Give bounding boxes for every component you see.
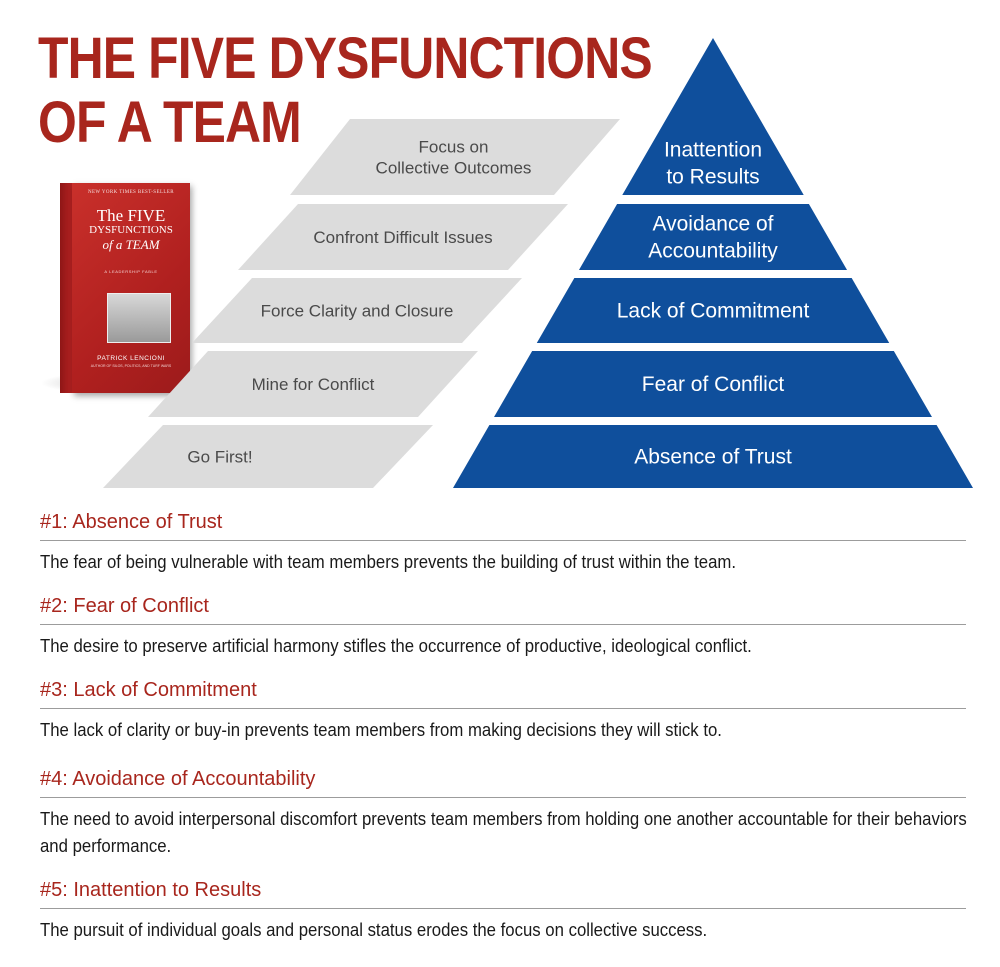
book-spine [60, 183, 72, 393]
section-heading: #3: Lack of Commitment [40, 678, 966, 709]
solution-label-line: Go First! [187, 448, 252, 467]
section-text: The lack of clarity or buy-in prevents t… [40, 720, 722, 740]
pyramid-tier-label-line: to Results [666, 166, 759, 189]
pyramid-tier-5 [453, 425, 973, 488]
pyramid-tier-label-line: Fear of Conflict [642, 373, 785, 396]
solution-label: Focus on Collective Outcomes [376, 138, 532, 178]
solution-label: Mine for Conflict [252, 375, 375, 394]
pyramid-tier-label-line: Absence of Trust [634, 446, 792, 469]
pyramid-tier-label: Fear of Conflict [642, 373, 785, 396]
section-text: The desire to preserve artificial harmon… [40, 636, 752, 656]
section-2: #2: Fear of Conflict The desire to prese… [40, 594, 966, 660]
section-text: The need to avoid interpersonal discomfo… [40, 809, 967, 856]
pyramid-tier-label-line: Inattention [664, 139, 762, 162]
book-cover-image: NEW YORK TIMES BEST-SELLER The FIVE DYSF… [60, 183, 190, 393]
pyramid-tier-label: Inattention to Results [664, 139, 762, 189]
pyramid-tier-label: Absence of Trust [634, 446, 792, 469]
solution-label: Go First! [187, 448, 252, 467]
page-title-line-2: OF A TEAM [38, 90, 302, 155]
pyramid-tier-4 [494, 351, 932, 417]
section-3: #3: Lack of Commitment The lack of clari… [40, 678, 966, 744]
section-heading: #4: Avoidance of Accountability [40, 767, 966, 798]
pyramid-tier-label-line: Accountability [648, 240, 778, 263]
pyramid-tier-label-line: Avoidance of [652, 213, 773, 236]
pyramid-tier-2 [578, 204, 848, 270]
section-1: #1: Absence of Trust The fear of being v… [40, 510, 966, 576]
book-title-line-1: The FIVE [96, 206, 166, 225]
pyramid-tier-label: Lack of Commitment [617, 300, 810, 323]
section-4: #4: Avoidance of Accountability The need… [40, 767, 967, 860]
book-top-text: NEW YORK TIMES BEST-SELLER [87, 190, 175, 195]
solution-label-line: Confront Difficult Issues [313, 228, 492, 247]
solution-label-line: Mine for Conflict [252, 375, 375, 394]
solution-shape-5 [103, 425, 433, 488]
pyramid-tier-3 [536, 278, 890, 343]
pyramid-tier-label-line: Lack of Commitment [617, 300, 810, 323]
book-author-sub: AUTHOR OF SILOS, POLITICS, AND TURF WARS [90, 364, 172, 368]
book-subtitle: A LEADERSHIP FABLE [104, 269, 158, 274]
page-title-line-1: THE FIVE DYSFUNCTIONS [38, 26, 653, 91]
section-text: The pursuit of individual goals and pers… [40, 920, 708, 940]
pyramid-tier-label: Avoidance of Accountability [648, 213, 778, 263]
pyramid-tier-1 [622, 38, 804, 195]
solution-shape-3 [192, 278, 522, 343]
solution-shape-4 [148, 351, 478, 417]
book-author: PATRICK LENCIONI [97, 355, 165, 362]
book-title-line-2: DYSFUNCTIONS [89, 224, 173, 236]
solution-shape-1 [290, 119, 620, 195]
section-text: The fear of being vulnerable with team m… [40, 552, 737, 572]
book-photo [107, 293, 171, 343]
solution-label-line: Focus on [419, 138, 489, 157]
section-heading: #5: Inattention to Results [40, 878, 966, 909]
section-5: #5: Inattention to Results The pursuit o… [40, 878, 966, 944]
section-heading: #1: Absence of Trust [40, 510, 966, 541]
book-title-line-3: of a TEAM [102, 237, 160, 252]
solution-label-line: Collective Outcomes [376, 159, 532, 178]
book-front: NEW YORK TIMES BEST-SELLER The FIVE DYSF… [72, 183, 190, 393]
solution-label: Confront Difficult Issues [313, 228, 492, 247]
solution-shape-2 [238, 204, 568, 270]
section-heading: #2: Fear of Conflict [40, 594, 966, 625]
solution-label: Force Clarity and Closure [261, 302, 454, 321]
solution-label-line: Force Clarity and Closure [261, 302, 454, 321]
